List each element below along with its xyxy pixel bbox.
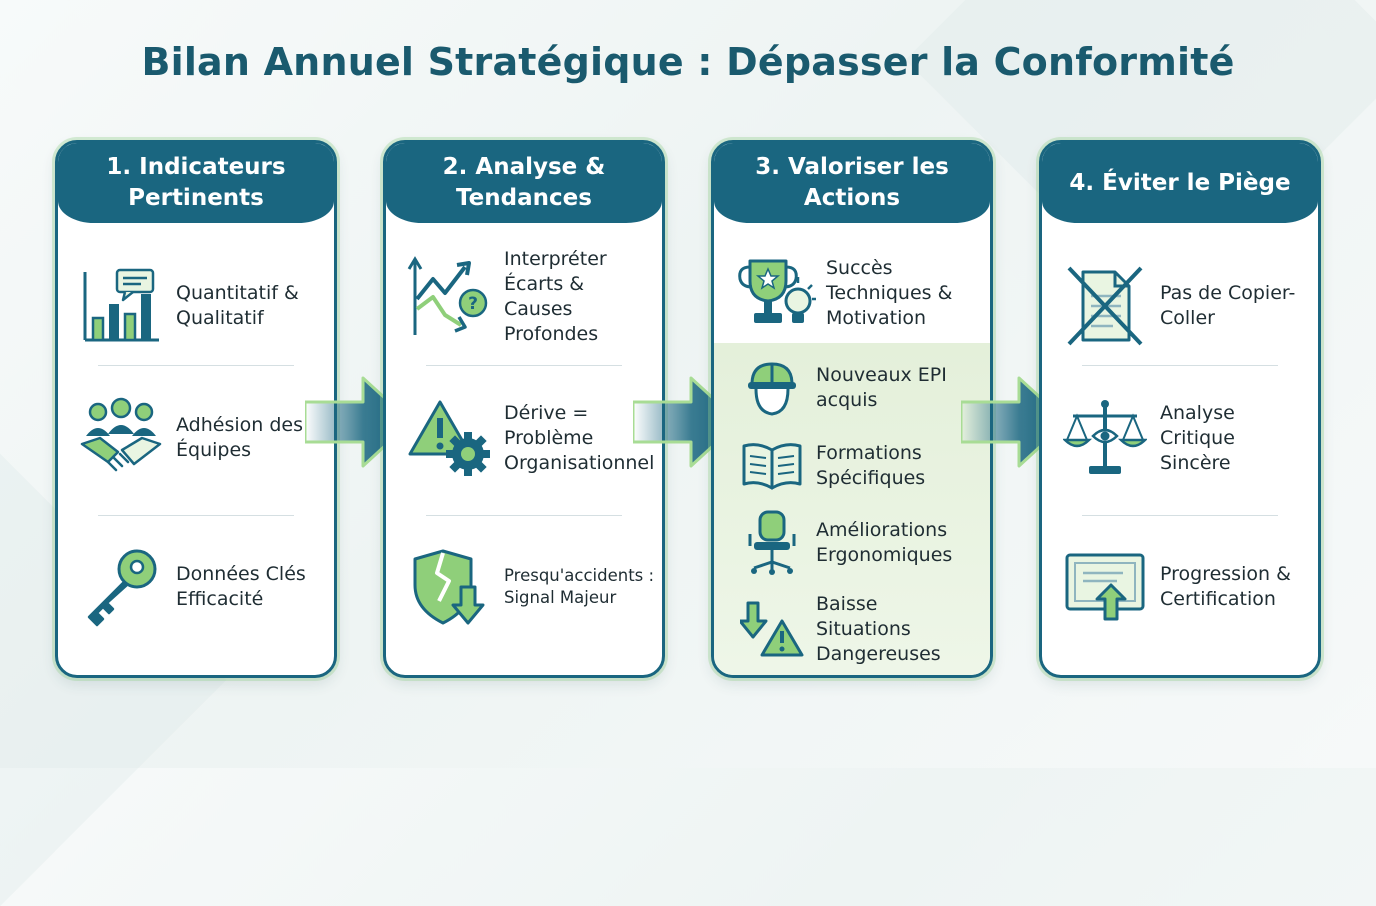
certificate-arrow-icon bbox=[1050, 545, 1160, 629]
team-handshake-icon bbox=[66, 396, 176, 480]
crossed-document-icon bbox=[1050, 264, 1160, 348]
item-label: Dérive = Problème Organisationnel bbox=[504, 401, 655, 474]
page-title: Bilan Annuel Stratégique : Dépasser la C… bbox=[141, 40, 1235, 84]
broken-shield-arrow-icon bbox=[394, 545, 504, 629]
item-label: Pas de Copier-Coller bbox=[1160, 282, 1296, 329]
card-indicateurs: 1. Indicateurs Pertinents Quantitatif & … bbox=[55, 140, 337, 678]
card-heading: 2. Analyse & Tendances bbox=[386, 143, 662, 223]
open-book-icon bbox=[728, 440, 816, 492]
list-item: Formations Spécifiques bbox=[714, 431, 990, 501]
trend-arrows-question-icon: ? bbox=[394, 255, 504, 339]
item-label: Interpréter Écarts & Causes Profondes bbox=[504, 248, 607, 345]
divider bbox=[426, 515, 622, 516]
card-analyse: 2. Analyse & Tendances ? Interpréter Éca… bbox=[383, 140, 665, 678]
list-item: Nouveaux EPI acquis bbox=[714, 353, 990, 423]
item-label: Nouveaux EPI acquis bbox=[816, 364, 947, 411]
list-item: Données Clés Efficacité bbox=[58, 531, 334, 643]
card-eviter: 4. Éviter le Piège Pas de Copier-Coller bbox=[1039, 140, 1321, 678]
list-item: Progression & Certification bbox=[1042, 531, 1318, 643]
hard-hat-icon bbox=[728, 358, 816, 418]
card-heading: 3. Valoriser les Actions bbox=[714, 143, 990, 223]
list-item: Pas de Copier-Coller bbox=[1042, 251, 1318, 361]
item-label: Formations Spécifiques bbox=[816, 442, 926, 489]
warning-gear-icon bbox=[394, 396, 504, 480]
trophy-lightbulb-icon bbox=[726, 255, 826, 331]
item-label: Progression & Certification bbox=[1160, 563, 1291, 610]
list-item: Quantitatif & Qualitatif bbox=[58, 251, 334, 361]
list-item: Améliorations Ergonomiques bbox=[714, 505, 990, 581]
item-label: Données Clés Efficacité bbox=[176, 563, 306, 610]
list-item: Succès Techniques & Motivation bbox=[714, 243, 990, 343]
list-item: Adhésion des Équipes bbox=[58, 383, 334, 493]
card-valoriser: 3. Valoriser les Actions Succès Techniqu… bbox=[711, 140, 993, 678]
bar-chart-comment-icon bbox=[66, 264, 176, 348]
item-label: Adhésion des Équipes bbox=[176, 414, 303, 461]
divider bbox=[1082, 365, 1278, 366]
item-label: Baisse Situations Dangereuses bbox=[816, 592, 941, 665]
divider bbox=[426, 365, 622, 366]
down-arrow-warning-icon bbox=[728, 599, 816, 659]
list-item: Presqu'accidents : Signal Majeur bbox=[386, 531, 662, 643]
card-heading: 1. Indicateurs Pertinents bbox=[58, 143, 334, 223]
svg-text:?: ? bbox=[468, 294, 478, 314]
divider bbox=[98, 515, 294, 516]
item-label: Succès Techniques & Motivation bbox=[826, 256, 953, 329]
list-item: Baisse Situations Dangereuses bbox=[714, 589, 990, 669]
item-label: Presqu'accidents : Signal Majeur bbox=[504, 566, 655, 607]
item-label: Quantitatif & Qualitatif bbox=[176, 282, 299, 329]
divider bbox=[98, 365, 294, 366]
list-item: ? Interpréter Écarts & Causes Profondes bbox=[386, 237, 662, 357]
office-chair-icon bbox=[728, 510, 816, 576]
list-item: Analyse Critique Sincère bbox=[1042, 383, 1318, 493]
divider bbox=[1082, 515, 1278, 516]
list-item: Dérive = Problème Organisationnel bbox=[386, 383, 662, 493]
card-heading: 4. Éviter le Piège bbox=[1042, 143, 1318, 223]
scales-eye-icon bbox=[1050, 396, 1160, 480]
item-label: Améliorations Ergonomiques bbox=[816, 519, 953, 566]
key-icon bbox=[66, 545, 176, 629]
item-label: Analyse Critique Sincère bbox=[1160, 401, 1235, 474]
